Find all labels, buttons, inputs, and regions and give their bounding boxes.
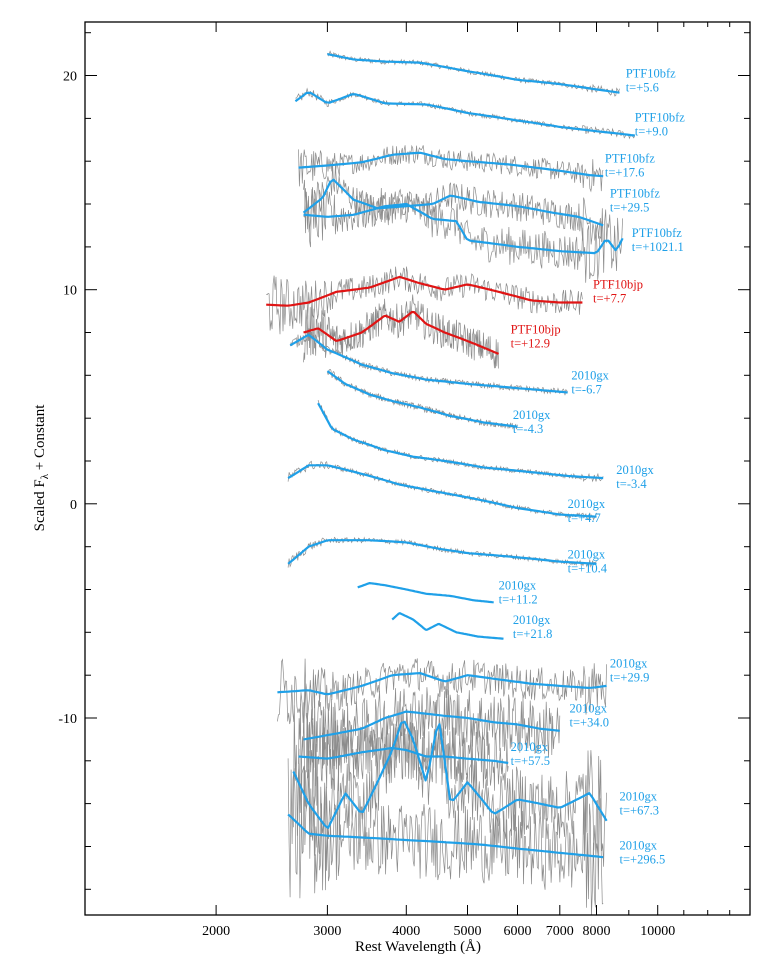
spectrum-epoch-label: t=+9.0 (635, 125, 668, 139)
raw-spectrum (266, 266, 583, 335)
spectrum-epoch-label: t=+4.7 (568, 511, 601, 525)
spectrum-epoch-label: t=+7.7 (593, 292, 626, 306)
raw-spectrum (277, 658, 607, 725)
axis-ticks-layer: 2000 3000 4000 5000 6000 7000 8000 10000 20 10 0 -1… (58, 22, 751, 939)
x-tick-label: 3000 (313, 924, 341, 939)
y-tick-label: 0 (70, 498, 77, 513)
plot-frame (84, 21, 751, 916)
spectrum-name-label: PTF10bfz (632, 226, 682, 240)
x-tick-label: 8000 (583, 924, 611, 939)
spectrum-name-label: 2010gx (513, 408, 551, 422)
smoothed-spectrum (266, 275, 583, 307)
raw-spectrum (303, 294, 499, 369)
raw-spectrum (287, 536, 597, 568)
smoothed-spectrum (391, 612, 504, 640)
raw-spectrum (317, 400, 604, 483)
spectrum-epoch-label: t=+67.3 (620, 803, 659, 817)
smoothed-spectrum (317, 402, 604, 480)
spectrum-labels-layer: PTF10bfzt=+5.6PTF10bfzt=+9.0PTF10bfzt=+1… (499, 67, 686, 867)
spectrum-epoch-label: t=+11.2 (499, 593, 538, 607)
spectrum-epoch-label: t=+12.9 (511, 337, 550, 351)
spectrum-epoch-label: t=+17.6 (605, 165, 644, 179)
spectrum-name-label: PTF10bjp (593, 278, 643, 292)
smoothed-spectrum (287, 464, 597, 518)
spectrum-name-label: 2010gx (616, 463, 654, 477)
spectrum-name-label: 2010gx (568, 497, 606, 511)
spectrum-name-label: PTF10bfz (626, 67, 676, 81)
raw-spectrum (293, 688, 607, 871)
smoothed-spectrum (357, 582, 494, 604)
spectrum-epoch-label: t=+1021.1 (632, 240, 684, 254)
x-tick-label: 5000 (454, 924, 482, 939)
y-axis-label: Scaled Fλ + Constant (32, 404, 51, 532)
smoothed-spectrum (294, 91, 635, 137)
smoothed-spectrum (302, 178, 604, 227)
spectrum-epoch-label: t=-3.4 (616, 477, 647, 491)
spectrum-name-label: PTF10bfz (605, 151, 655, 165)
y-axis-label-subscript: λ (39, 473, 51, 479)
spectrum-epoch-label: t=+296.5 (620, 853, 666, 867)
smoothed-spectrum (298, 151, 604, 178)
x-axis-label: Rest Wavelength (Å) (355, 939, 481, 955)
smoothed-spectra-layer (266, 53, 635, 859)
spectrum-name-label: PTF10bfz (610, 187, 660, 201)
raw-spectrum (303, 162, 604, 248)
smoothed-spectrum (327, 53, 620, 94)
smoothed-spectrum (277, 672, 607, 696)
smoothed-spectrum (298, 746, 509, 765)
spectrum-epoch-label: t=+5.6 (626, 81, 659, 95)
spectrum-name-label: 2010gx (499, 579, 537, 593)
y-tick-label: 20 (63, 70, 77, 85)
spectrum-epoch-label: t=-6.7 (571, 383, 601, 397)
spectrum-epoch-label: t=+34.0 (570, 716, 609, 730)
spectrum-epoch-label: t=+29.5 (610, 201, 649, 215)
spectrum-name-label: 2010gx (513, 613, 551, 627)
spectrum-epoch-label: t=-4.3 (513, 422, 543, 436)
spectrum-name-label: 2010gx (620, 789, 658, 803)
raw-spectrum (303, 179, 623, 283)
x-tick-label: 6000 (504, 924, 532, 939)
spectrum-epoch-label: t=+57.5 (511, 754, 550, 768)
smoothed-spectrum (326, 370, 518, 428)
raw-spectrum (289, 330, 568, 396)
raw-spectrum (327, 50, 620, 97)
smoothed-spectrum (303, 310, 500, 355)
raw-spectra-layer (266, 50, 636, 915)
spectrum-name-label: 2010gx (571, 369, 609, 383)
smoothed-spectrum (289, 333, 568, 394)
x-tick-label: 10000 (640, 924, 675, 939)
smoothed-spectrum (287, 539, 597, 565)
spectrum-name-label: 2010gx (570, 702, 608, 716)
y-tick-label: -10 (58, 712, 77, 727)
x-tick-label: 7000 (546, 924, 574, 939)
spectrum-name-label: PTF10bjp (511, 323, 561, 337)
raw-spectrum (303, 683, 561, 787)
spectrum-name-label: 2010gx (511, 740, 549, 754)
y-axis-label-main: Scaled F (32, 479, 48, 531)
spectrum-epoch-label: t=+10.4 (568, 561, 608, 575)
spectrum-name-label: 2010gx (620, 839, 658, 853)
spectrum-name-label: PTF10bfz (635, 111, 685, 125)
raw-spectrum (287, 460, 597, 521)
x-tick-label: 4000 (392, 924, 420, 939)
spectrum-name-label: 2010gx (610, 657, 648, 671)
smoothed-spectrum (303, 202, 624, 255)
smoothed-spectrum (292, 720, 608, 829)
spectrum-epoch-label: t=+21.8 (513, 627, 552, 641)
raw-spectrum (298, 144, 604, 193)
y-axis-label-tail: + Constant (32, 404, 48, 474)
x-tick-label: 2000 (202, 924, 230, 939)
raw-spectrum (287, 748, 604, 915)
spectrum-name-label: 2010gx (568, 547, 606, 561)
smoothed-spectrum (287, 813, 604, 859)
y-tick-label: 10 (63, 284, 77, 299)
spectrum-epoch-label: t=+29.9 (610, 671, 649, 685)
smoothed-spectrum (303, 710, 560, 741)
